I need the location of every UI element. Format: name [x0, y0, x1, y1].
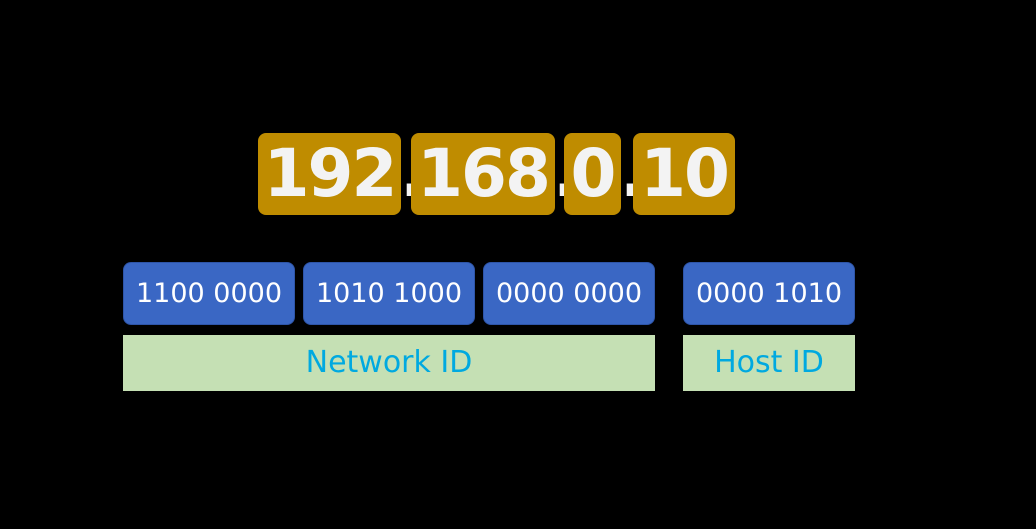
ip-octet-3: 0 — [564, 133, 621, 215]
network-id-label: Network ID — [123, 335, 655, 391]
binary-octet-1: 1100 0000 — [123, 262, 295, 325]
ip-octet-2: 168 — [411, 133, 555, 215]
binary-octet-4: 0000 1010 — [683, 262, 855, 325]
ip-octet-1: 192 — [258, 133, 401, 215]
ip-dot-separator: . — [620, 133, 645, 215]
ip-octet-4: 10 — [633, 133, 735, 215]
host-id-label: Host ID — [683, 335, 855, 391]
binary-octet-2: 1010 1000 — [303, 262, 475, 325]
binary-octet-3: 0000 0000 — [483, 262, 655, 325]
